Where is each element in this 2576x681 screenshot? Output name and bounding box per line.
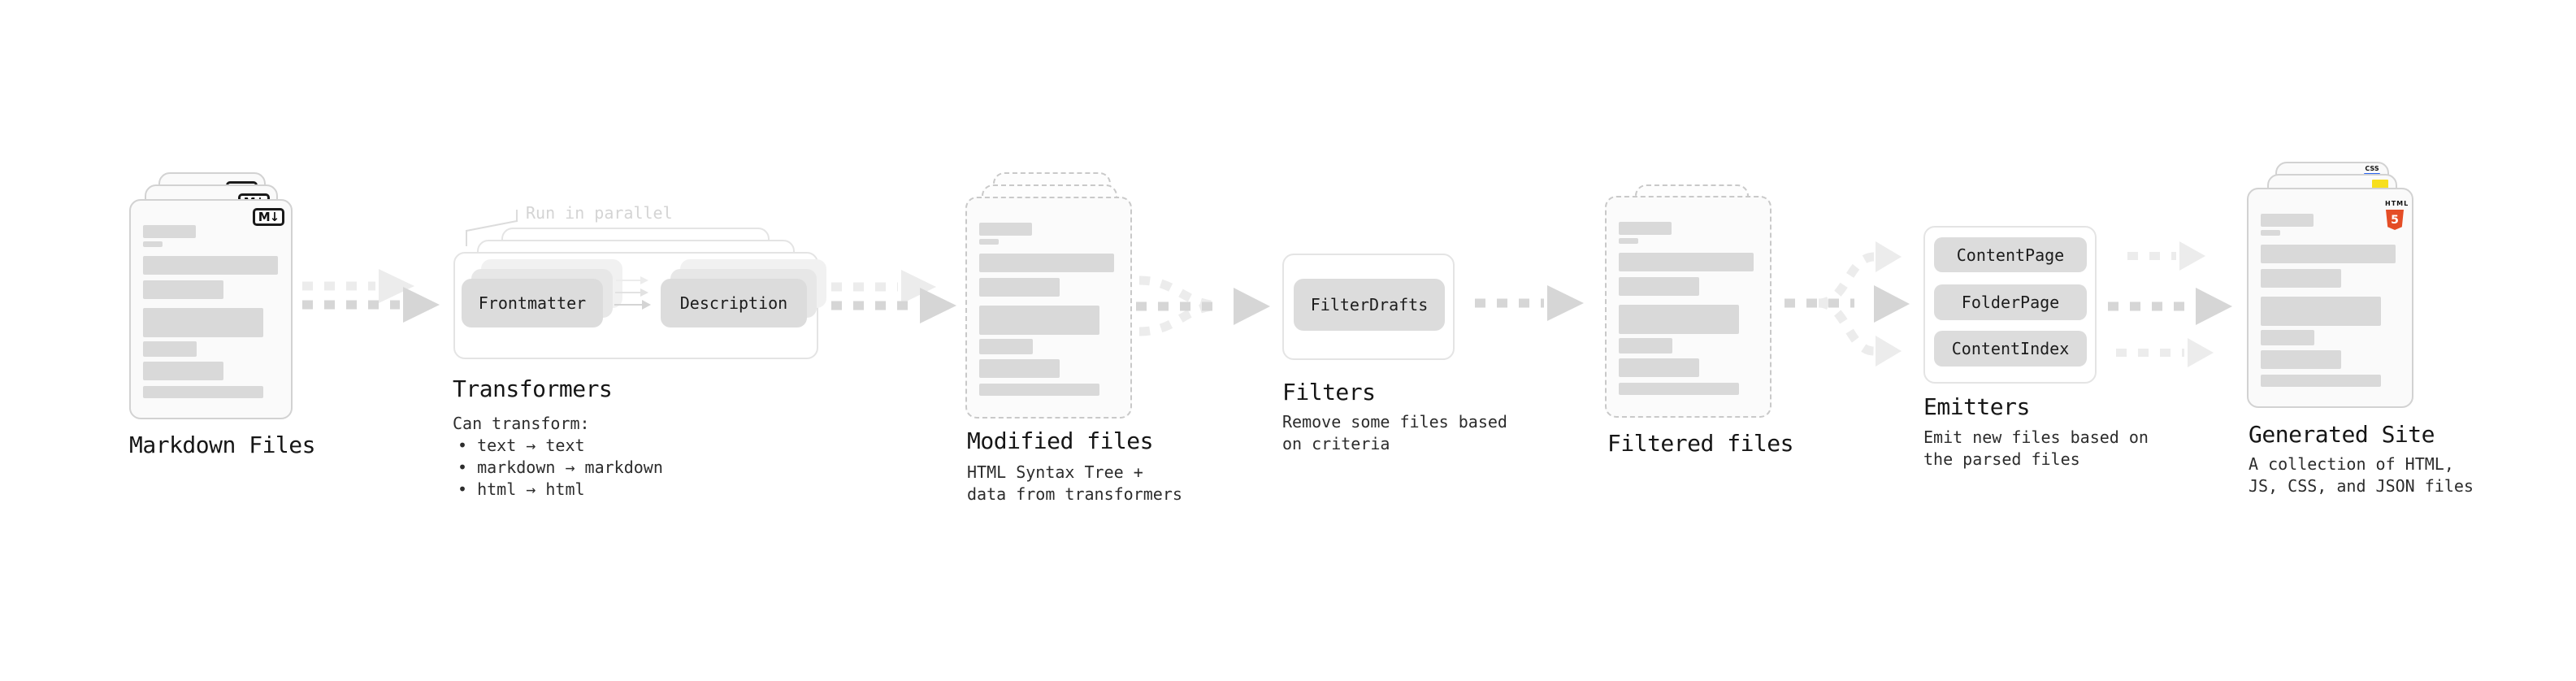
- description-line: A collection of HTML,: [2249, 454, 2454, 474]
- description-line: the parsed files: [1923, 449, 2080, 469]
- description-line: Can transform:: [453, 414, 590, 433]
- content-placeholder-bar: [2261, 350, 2341, 369]
- description-line: JS, CSS, and JSON files: [2249, 476, 2474, 496]
- stage-label-modified-files: Modified files: [967, 427, 1154, 454]
- content-placeholder-bar: [1619, 222, 1672, 235]
- stage-label-filters: Filters: [1282, 379, 1376, 406]
- content-page-node: ContentPage: [1934, 237, 2087, 272]
- emitters-description: Emit new files based on the parsed files: [1923, 427, 2149, 471]
- generated-site-description: A collection of HTML, JS, CSS, and JSON …: [2249, 453, 2474, 497]
- description-line: • markdown → markdown: [458, 458, 663, 477]
- modified-files-description: HTML Syntax Tree + data from transformer…: [967, 462, 1182, 505]
- content-placeholder-bar: [979, 278, 1060, 297]
- arrow-filtered-to-emitters: [1785, 241, 1910, 367]
- generated-file-card-html: HTML 5: [2247, 188, 2413, 408]
- description-node: Description: [661, 279, 807, 327]
- content-placeholder-bar: [143, 225, 196, 238]
- stage-label-transformers: Transformers: [453, 375, 613, 402]
- content-placeholder-bar: [1619, 238, 1638, 244]
- filters-description: Remove some files based on criteria: [1282, 411, 1507, 455]
- arrow-markdown-to-transformers: [302, 269, 440, 323]
- content-index-node: ContentIndex: [1934, 331, 2087, 367]
- stage-label-markdown-files: Markdown Files: [129, 432, 316, 458]
- content-placeholder-bar: [1619, 358, 1699, 377]
- content-placeholder-bar: [143, 341, 197, 357]
- content-placeholder-bar: [979, 223, 1032, 236]
- description-line: Emit new files based on: [1923, 427, 2149, 447]
- folder-page-node: FolderPage: [1934, 284, 2087, 320]
- arrow-modified-to-filters: [1136, 275, 1270, 336]
- description-line: Remove some files based: [1282, 412, 1507, 432]
- content-placeholder-bar: [979, 239, 999, 245]
- markdown-icon: M↓: [253, 208, 284, 226]
- content-placeholder-bar: [2261, 230, 2280, 236]
- description-line: HTML Syntax Tree +: [967, 462, 1143, 482]
- content-placeholder-bar: [2261, 214, 2314, 227]
- content-placeholder-bar: [1619, 253, 1754, 271]
- content-placeholder-bar: [2261, 269, 2341, 288]
- description-line: data from transformers: [967, 484, 1182, 504]
- description-line: on criteria: [1282, 434, 1390, 453]
- arrow-transformers-to-modified: [831, 270, 956, 323]
- content-placeholder-bar: [2261, 375, 2381, 387]
- filter-drafts-node: FilterDrafts: [1294, 279, 1445, 331]
- modified-file-card: [965, 197, 1132, 419]
- markdown-file-card: M↓: [129, 199, 293, 419]
- html5-icon: HTML 5: [2385, 193, 2408, 230]
- stage-label-emitters: Emitters: [1923, 393, 2030, 420]
- content-placeholder-bar: [143, 386, 263, 398]
- frontmatter-node: Frontmatter: [462, 279, 603, 327]
- content-placeholder-bar: [979, 384, 1099, 396]
- stage-label-generated-site: Generated Site: [2249, 421, 2435, 448]
- content-placeholder-bar: [979, 359, 1060, 378]
- content-placeholder-bar: [2261, 245, 2396, 263]
- js-file-icon: [2372, 180, 2388, 189]
- content-placeholder-bar: [1619, 277, 1699, 296]
- run-in-parallel-annotation: Run in parallel: [526, 203, 673, 223]
- content-placeholder-bar: [143, 256, 278, 275]
- description-line: • text → text: [458, 436, 585, 455]
- content-placeholder-bar: [143, 362, 223, 380]
- transformers-description: Can transform: • text → text • markdown …: [453, 413, 663, 501]
- description-line: • html → html: [458, 479, 585, 499]
- content-placeholder-bar: [1619, 305, 1739, 334]
- content-placeholder-bar: [1619, 383, 1739, 395]
- content-placeholder-bar: [979, 339, 1033, 354]
- content-placeholder-bar: [979, 306, 1099, 335]
- content-placeholder-bar: [979, 254, 1114, 272]
- content-placeholder-bar: [2261, 330, 2314, 345]
- content-placeholder-bar: [2261, 297, 2381, 326]
- content-placeholder-bar: [143, 280, 223, 299]
- content-placeholder-bar: [1619, 338, 1672, 354]
- stage-label-filtered-files: Filtered files: [1607, 430, 1794, 457]
- content-placeholder-bar: [143, 308, 263, 337]
- arrow-emitters-to-generated: [2108, 241, 2232, 367]
- arrow-filters-to-filtered: [1475, 285, 1584, 321]
- filtered-file-card: [1605, 196, 1772, 418]
- content-placeholder-bar: [143, 241, 163, 247]
